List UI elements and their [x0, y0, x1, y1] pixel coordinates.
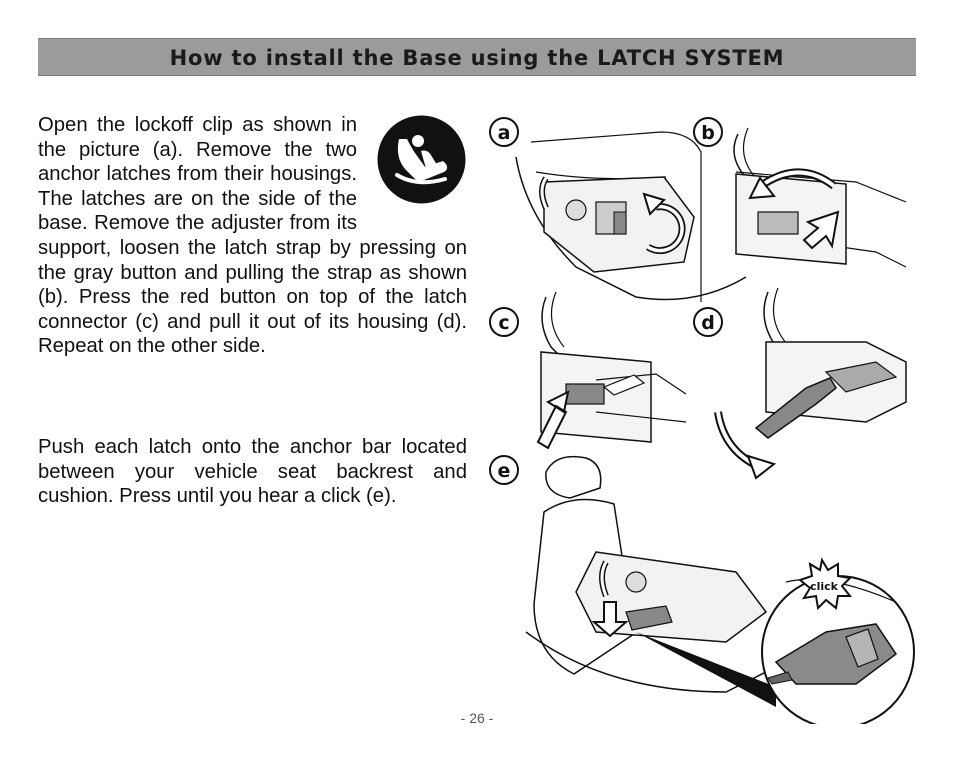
label-d: d [701, 312, 715, 334]
page-number: - 26 - [460, 710, 494, 726]
figure-a: a [489, 117, 747, 302]
label-c: c [498, 312, 509, 334]
section-header: How to install the Base using the LATCH … [38, 38, 916, 76]
click-label: click [810, 580, 839, 593]
child-seat-icon [377, 115, 466, 204]
paragraph-2-text: Push each latch onto the anchor bar loca… [38, 436, 467, 508]
paragraph-1-text: Open the lockoff clip as shown in the pi… [38, 114, 467, 358]
figure-d: d [693, 287, 907, 480]
figure-b: b [693, 117, 907, 268]
instruction-paragraph-1: Open the lockoff clip as shown in the pi… [38, 113, 467, 359]
installation-illustrations: a b c [489, 117, 915, 724]
label-e: e [498, 460, 511, 482]
section-title: How to install the Base using the LATCH … [169, 46, 785, 70]
figure-e: e click [489, 455, 915, 724]
figure-c: c [489, 291, 687, 450]
label-a: a [498, 122, 511, 144]
instruction-paragraph-2: Push each latch onto the anchor bar loca… [38, 435, 467, 509]
label-b: b [701, 122, 715, 144]
